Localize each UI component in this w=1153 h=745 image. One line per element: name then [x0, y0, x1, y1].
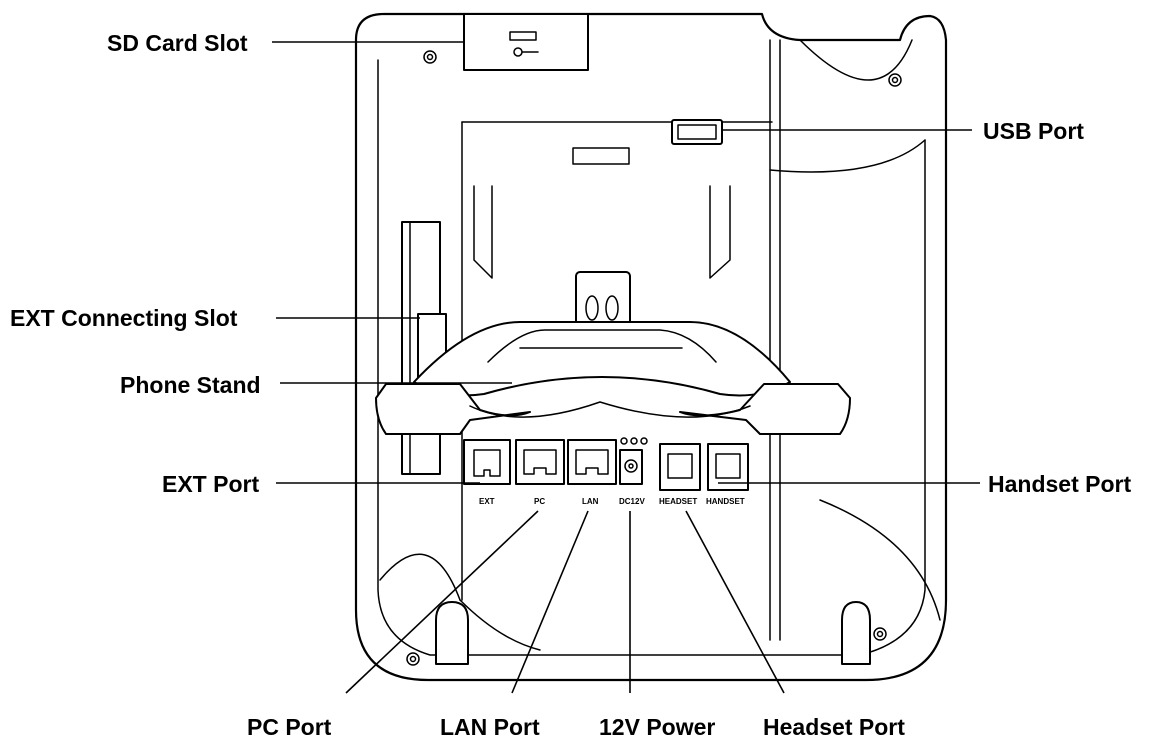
- phone-stand: [375, 271, 851, 435]
- label-sd-card-slot: SD Card Slot: [107, 30, 248, 56]
- support-legs: [435, 601, 871, 665]
- leader-lines: [272, 41, 980, 694]
- mount-hook-left: [473, 185, 493, 279]
- label-usb-port: USB Port: [983, 118, 1084, 144]
- port-tag-handset: HANDSET: [706, 497, 745, 506]
- vent-slot: [572, 147, 630, 165]
- mount-hook-right: [709, 185, 731, 279]
- port-row: [463, 437, 749, 491]
- label-ext-port: EXT Port: [162, 471, 259, 497]
- label-headset-port: Headset Port: [763, 714, 905, 740]
- label-12v-power: 12V Power: [599, 714, 715, 740]
- usb-port: [671, 119, 723, 145]
- port-tag-ext: EXT: [479, 497, 495, 506]
- label-handset-port: Handset Port: [988, 471, 1131, 497]
- label-lan-port: LAN Port: [440, 714, 540, 740]
- port-tag-lan: LAN: [582, 497, 599, 506]
- phone-body: [354, 12, 948, 682]
- ext-connecting-slot: [401, 221, 447, 475]
- label-ext-connecting-slot: EXT Connecting Slot: [10, 305, 238, 331]
- port-tag-pc: PC: [534, 497, 545, 506]
- label-phone-stand: Phone Stand: [120, 372, 261, 398]
- sd-card-slot-cover: [463, 13, 589, 71]
- port-tag-headset: HEADSET: [659, 497, 697, 506]
- port-tag-dc12v: DC12V: [619, 497, 645, 506]
- label-pc-port: PC Port: [247, 714, 332, 740]
